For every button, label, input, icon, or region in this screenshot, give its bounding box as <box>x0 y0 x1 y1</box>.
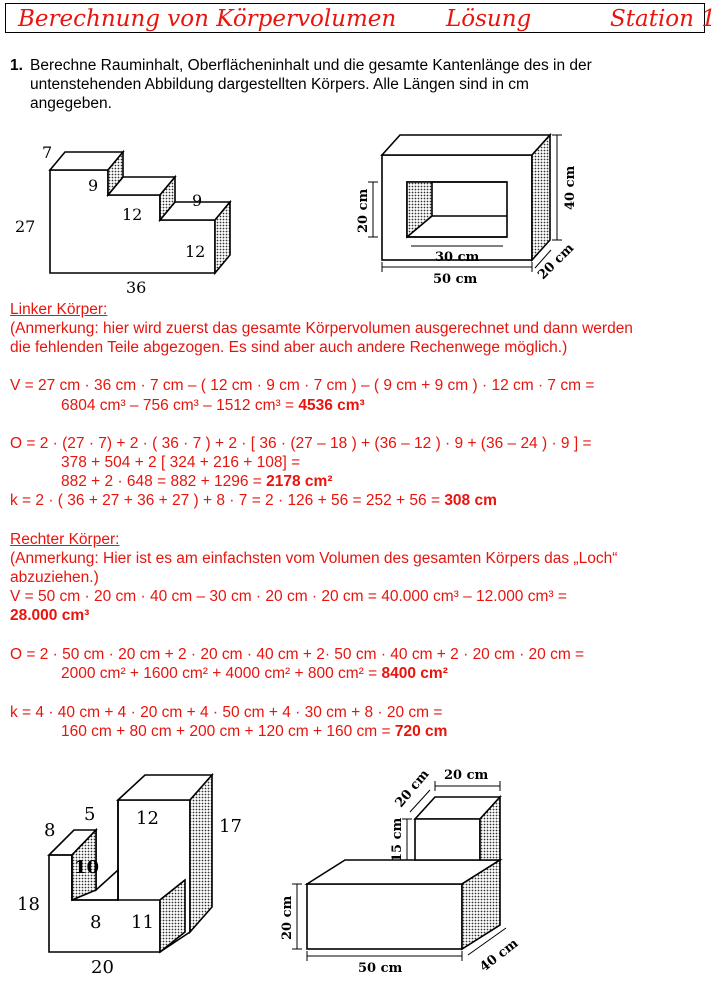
header-solution: Lösung <box>446 6 532 32</box>
right-surface-line-1: O = 2 · 50 cm · 20 cm + 2 · 20 cm · 40 c… <box>10 646 585 663</box>
task-number: 1. <box>10 57 23 74</box>
label-9-a: 9 <box>88 176 98 195</box>
right-edge-result: 720 cm <box>394 723 448 740</box>
label-27: 27 <box>15 217 35 236</box>
figure-u-body: 5 12 8 17 10 18 8 11 20 <box>17 772 242 978</box>
right-heading: Rechter Körper: <box>10 531 120 548</box>
label-5: 5 <box>84 804 95 825</box>
label-36: 36 <box>126 278 146 297</box>
right-volume-result: 28.000 cm³ <box>10 607 90 624</box>
label-18: 18 <box>17 894 40 915</box>
left-edge-result: 308 cm <box>444 492 497 509</box>
label-20cm-top-depth: 20 cm <box>393 767 433 811</box>
right-note-1: (Anmerkung: Hier ist es am einfachsten v… <box>10 550 618 567</box>
right-note-2: abzuziehen.) <box>10 569 99 586</box>
right-edge-line-2: 160 cm + 80 cm + 200 cm + 120 cm + 160 c… <box>61 723 448 740</box>
left-volume-line-1: V = 27 cm · 36 cm · 7 cm – ( 12 cm · 9 c… <box>10 377 595 394</box>
task-line-3: angegeben. <box>30 95 112 112</box>
task-line-2: untenstehenden Abbildung dargestellten K… <box>30 76 529 93</box>
label-20: 20 <box>91 957 114 978</box>
right-surface-result: 8400 cm² <box>381 665 448 682</box>
left-volume-line-2: 6804 cm³ – 756 cm³ – 1512 cm³ = 4536 cm³ <box>61 397 365 414</box>
left-surface-result: 2178 cm² <box>266 473 333 490</box>
label-7: 7 <box>42 143 52 162</box>
label-12-a: 12 <box>122 205 142 224</box>
label-50cm: 50 cm <box>433 272 478 287</box>
label-15cm: 15 cm <box>390 817 405 862</box>
label-12: 12 <box>136 808 159 829</box>
label-10: 10 <box>74 857 99 878</box>
right-surface-line-2: 2000 cm² + 1600 cm² + 4000 cm² + 800 cm²… <box>61 665 448 682</box>
left-heading: Linker Körper: <box>10 301 108 318</box>
figure-stepped-block: 20 cm 20 cm 15 cm 20 cm 50 cm 40 cm <box>280 767 522 976</box>
figure-staircase: 7 9 27 12 9 12 36 <box>15 143 232 297</box>
header-title: Berechnung von Körpervolumen <box>18 6 397 32</box>
task-line-1: Berechne Rauminhalt, Oberflächeninhalt u… <box>30 57 592 74</box>
label-20cm-hole: 20 cm <box>356 188 371 233</box>
label-8-bottom: 8 <box>90 912 101 933</box>
left-surface-line-2: 378 + 504 + 2 [ 324 + 216 + 108] = <box>61 454 301 471</box>
label-20cm-height: 20 cm <box>280 895 295 940</box>
label-20cm-top: 20 cm <box>444 768 489 783</box>
left-note-2: die fehlenden Teile abgezogen. Es sind a… <box>10 339 568 356</box>
left-edge-line: k = 2 · ( 36 + 27 + 36 + 27 ) + 8 · 7 = … <box>10 492 497 509</box>
label-50cm-width: 50 cm <box>358 961 403 976</box>
label-40cm-depth: 40 cm <box>477 936 521 975</box>
header-station: Station 1 <box>610 6 712 32</box>
label-30cm: 30 cm <box>435 250 480 265</box>
left-volume-result: 4536 cm³ <box>298 397 365 414</box>
label-40cm: 40 cm <box>563 165 578 210</box>
left-note-1: (Anmerkung: hier wird zuerst das gesamte… <box>10 320 633 337</box>
header-box: Berechnung von Körpervolumen Lösung Stat… <box>5 3 712 33</box>
label-9-b: 9 <box>192 191 202 210</box>
left-surface-line-1: O = 2 · (27 · 7) + 2 · ( 36 · 7 ) + 2 · … <box>10 435 592 452</box>
task-text: 1. Berechne Rauminhalt, Oberflächeninhalt… <box>10 56 690 113</box>
label-12-b: 12 <box>185 242 205 261</box>
left-surface-line-3: 882 + 2 · 648 = 882 + 1296 = 2178 cm² <box>61 473 333 490</box>
right-volume-line-1: V = 50 cm · 20 cm · 40 cm – 30 cm · 20 c… <box>10 588 567 605</box>
label-8-top: 8 <box>44 820 55 841</box>
label-11: 11 <box>131 912 154 933</box>
right-edge-line-1: k = 4 · 40 cm + 4 · 20 cm + 4 · 50 cm + … <box>10 704 443 721</box>
label-17: 17 <box>219 816 242 837</box>
figure-box-hole: 20 cm 40 cm 30 cm 50 cm 20 cm <box>356 132 578 287</box>
